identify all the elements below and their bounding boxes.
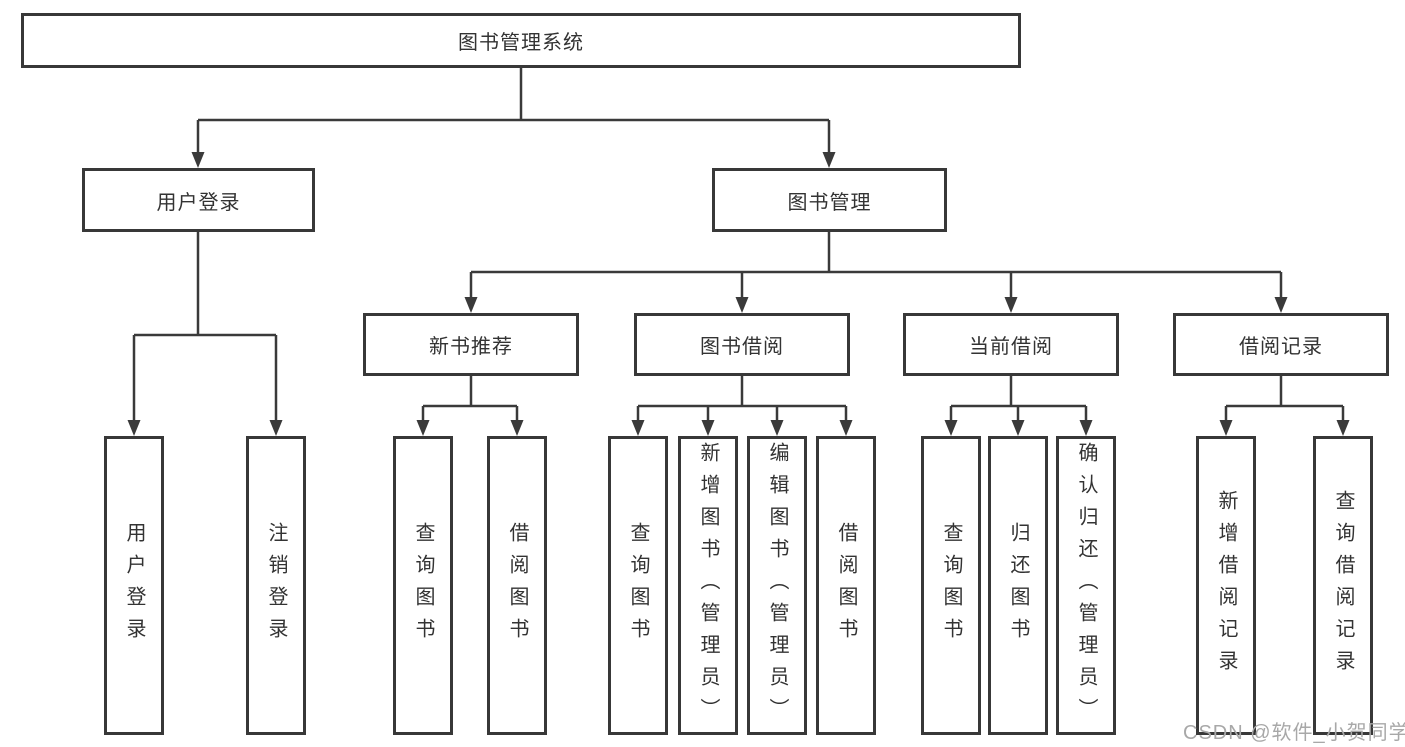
- node-new-book-recommendation: 新书推荐: [363, 313, 579, 376]
- node-borrowing-records: 借阅记录: [1173, 313, 1389, 376]
- node-borrowing-records-label: 借阅记录: [1239, 336, 1323, 358]
- node-root-system: 图书管理系统: [21, 13, 1021, 68]
- node-book-borrowing: 图书借阅: [634, 313, 850, 376]
- leaf-logout-label: 注销登录: [265, 521, 287, 650]
- leaf-current-query-books-label: 查询图书: [940, 521, 962, 650]
- node-user-login: 用户登录: [82, 168, 315, 232]
- leaf-borrow-query-books: 查询图书: [608, 436, 668, 735]
- connector-new-book-rec-children: [416, 376, 524, 436]
- leaf-rec-borrow-books-label: 借阅图书: [506, 521, 528, 650]
- leaf-records-query-record-label: 查询借阅记录: [1332, 489, 1354, 682]
- leaf-rec-query-books-label: 查询图书: [412, 521, 434, 650]
- leaf-current-query-books: 查询图书: [921, 436, 981, 735]
- connector-book-borrow-children: [631, 376, 853, 436]
- node-current-borrowing: 当前借阅: [903, 313, 1119, 376]
- connector-book-mgmt-children: [464, 232, 1288, 313]
- node-new-book-recommendation-label: 新书推荐: [429, 336, 513, 358]
- connector-borrow-records-children: [1219, 376, 1350, 436]
- leaf-user-login: 用户登录: [104, 436, 164, 735]
- node-root-system-label: 图书管理系统: [458, 32, 584, 54]
- connector-current-borrow-children: [944, 376, 1093, 436]
- node-current-borrowing-label: 当前借阅: [969, 336, 1053, 358]
- leaf-borrow-add-books-admin: 新增图书（管理员）: [678, 436, 738, 735]
- leaf-borrow-query-books-label: 查询图书: [627, 521, 649, 650]
- connector-root-to-level2: [191, 68, 836, 168]
- leaf-borrow-add-books-admin-label: 新增图书（管理员）: [697, 441, 719, 730]
- node-book-borrowing-label: 图书借阅: [700, 336, 784, 358]
- leaf-current-return-books-label: 归还图书: [1007, 521, 1029, 650]
- csdn-watermark: CSDN @软件_小贺同学: [1183, 722, 1405, 744]
- connector-user-login-children: [127, 232, 283, 436]
- node-book-management: 图书管理: [712, 168, 947, 232]
- leaf-current-return-books: 归还图书: [988, 436, 1048, 735]
- leaf-current-confirm-return-admin: 确认归还（管理员）: [1056, 436, 1116, 735]
- node-user-login-label: 用户登录: [156, 191, 241, 214]
- leaf-borrow-borrow-books-label: 借阅图书: [835, 521, 857, 650]
- leaf-borrow-edit-books-admin-label: 编辑图书（管理员）: [766, 441, 788, 730]
- leaf-records-add-record: 新增借阅记录: [1196, 436, 1256, 735]
- node-book-management-label: 图书管理: [787, 191, 872, 214]
- leaf-borrow-edit-books-admin: 编辑图书（管理员）: [747, 436, 807, 735]
- leaf-records-query-record: 查询借阅记录: [1313, 436, 1373, 735]
- leaf-logout: 注销登录: [246, 436, 306, 735]
- leaf-user-login-label: 用户登录: [123, 521, 145, 650]
- leaf-records-add-record-label: 新增借阅记录: [1215, 489, 1237, 682]
- leaf-current-confirm-return-admin-label: 确认归还（管理员）: [1075, 441, 1097, 730]
- leaf-rec-query-books: 查询图书: [393, 436, 453, 735]
- leaf-rec-borrow-books: 借阅图书: [487, 436, 547, 735]
- leaf-borrow-borrow-books: 借阅图书: [816, 436, 876, 735]
